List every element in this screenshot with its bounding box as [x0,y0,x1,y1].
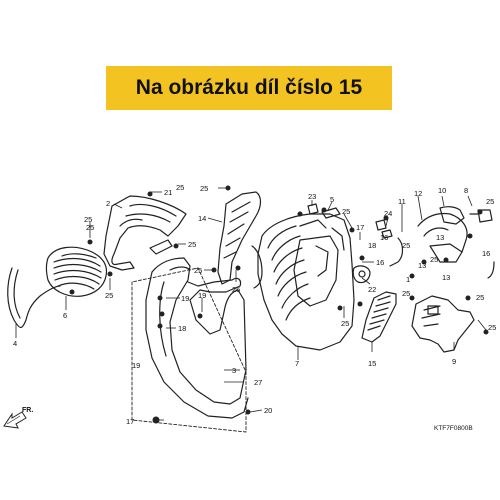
callout: 3 [232,366,236,375]
callout: 16 [376,258,384,267]
part-12-latch-cable [417,212,468,263]
callout: 25 [105,291,113,300]
callout: 12 [414,189,422,198]
callout: 25 [188,240,196,249]
part-11-cable [389,237,404,267]
part-10-lock [439,206,465,225]
callout: 25 [342,207,350,216]
callout: 24 [384,209,392,218]
front-arrow-icon [3,411,27,429]
callout: 13 [442,273,450,282]
part-3-frame [131,267,247,433]
callout: 27 [254,378,262,387]
callout: 25 [200,184,208,193]
callout: 25 [430,255,438,264]
diagram-code: KTF7F0800B [434,425,473,432]
part-26-wire [251,245,263,289]
part-5-bracket [321,207,341,219]
callout: 22 [368,285,376,294]
callout: 2 [106,199,110,208]
part-15-pocket-lid [361,291,397,343]
fasteners [69,185,489,424]
part-4-trim-strip [7,267,61,329]
callout: 18 [368,241,376,250]
part-22-cap [352,265,371,284]
callout: 25 [488,323,496,332]
part-23-clip [307,203,319,215]
part-number-banner: Na obrázku díl číslo 15 [106,66,392,110]
callout: 25 [194,266,202,275]
callout: 10 [438,186,446,195]
callout: 26 [232,285,240,294]
callout: 7 [295,359,299,368]
callout: 25 [84,215,92,224]
callout: 15 [368,359,376,368]
callout: 19 [181,294,189,303]
callout: 21 [164,188,172,197]
part-24-connector [375,219,387,231]
callout: 19 [198,291,206,300]
callout: 25 [486,197,494,206]
banner-text: Na obrázku díl číslo 15 [135,76,363,99]
callout: 8 [464,186,468,195]
callout: 16 [482,249,490,258]
callout: 5 [330,195,334,204]
part-14-side-panel [217,191,262,285]
callout: 25 [176,183,184,192]
part-7-inner-cover [257,213,355,351]
callout: 25 [86,223,94,232]
callout: 1 [406,275,410,284]
leader-lines [15,187,487,421]
callout: 17 [126,417,134,426]
callout: 25 [402,241,410,250]
part-6-grille [45,246,108,297]
callout-labels: 21 2 25 25 6 4 25 25 14 26 25 19 19 18 3… [13,183,496,426]
part-2-front-upper-cover [103,195,187,271]
part-9-grab-handle [411,295,475,353]
callout: 25 [341,319,349,328]
callout: 6 [63,311,67,320]
part-8-switch [477,209,493,223]
callout: 23 [308,192,316,201]
callout: 11 [398,197,406,206]
callout: 17 [356,223,364,232]
callout: 4 [13,339,17,348]
callout: 25 [476,293,484,302]
callout: 9 [452,357,456,366]
callout: 13 [418,261,426,270]
callout: 19 [132,361,140,370]
callout: 16 [380,233,388,242]
callout: 20 [264,406,272,415]
front-label: FR. [22,407,33,414]
part-16-connector [381,229,393,239]
callout: 18 [178,324,186,333]
callout: 25 [402,289,410,298]
callout: 14 [198,214,206,223]
callout: 13 [436,233,444,242]
part-3-front-cover [145,257,249,419]
